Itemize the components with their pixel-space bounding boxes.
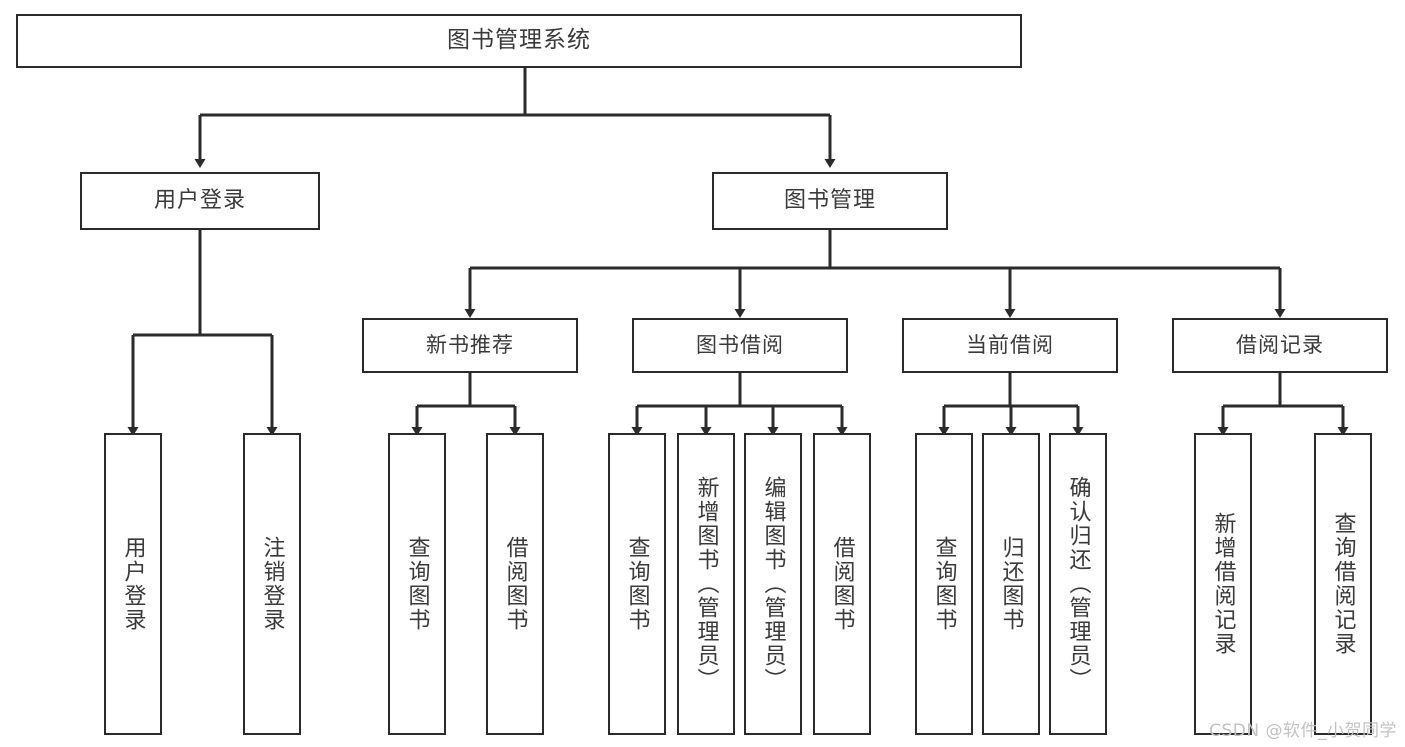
watermark: CSDN @软件_小贺同学	[1209, 721, 1397, 741]
leaf-add-book[interactable]: 新增图书（管理员）	[677, 433, 735, 735]
leaf-return-book[interactable]: 归还图书	[982, 433, 1040, 735]
leaf-add-book-label: 新增图书（管理员）	[693, 476, 719, 692]
node-current-borrow[interactable]: 当前借阅	[902, 318, 1118, 373]
edge-borrowrecord-to-leaves	[1217, 373, 1349, 436]
node-new-book-recommend-label: 新书推荐	[426, 333, 514, 358]
leaf-user-login-label: 用户登录	[120, 536, 146, 632]
leaf-borrow-book-2[interactable]: 借阅图书	[813, 433, 871, 735]
leaf-query-book-3[interactable]: 查询图书	[915, 433, 973, 735]
leaf-query-book-2-label: 查询图书	[624, 536, 650, 632]
leaf-query-book-2[interactable]: 查询图书	[608, 433, 666, 735]
leaf-query-book-1-label: 查询图书	[404, 536, 430, 632]
leaf-borrow-book-1[interactable]: 借阅图书	[486, 433, 544, 735]
leaf-return-book-label: 归还图书	[998, 536, 1024, 632]
leaf-add-record[interactable]: 新增借阅记录	[1194, 433, 1252, 735]
edge-userlogin-to-leaves	[127, 230, 278, 436]
leaf-query-record-label: 查询借阅记录	[1330, 512, 1356, 656]
node-user-login-label: 用户登录	[153, 188, 246, 214]
edge-newbook-to-leaves	[411, 373, 521, 436]
leaf-edit-book-label: 编辑图书（管理员）	[760, 476, 786, 692]
leaf-borrow-book-2-label: 借阅图书	[829, 536, 855, 632]
node-current-borrow-label: 当前借阅	[966, 333, 1054, 358]
edge-root-to-level2	[194, 68, 836, 168]
leaf-query-record[interactable]: 查询借阅记录	[1314, 433, 1372, 735]
node-borrow-record-label: 借阅记录	[1236, 333, 1324, 358]
leaf-confirm-return-label: 确认归还（管理员）	[1065, 476, 1091, 692]
leaf-borrow-book-1-label: 借阅图书	[502, 536, 528, 632]
edge-bookborrow-to-leaves	[631, 373, 848, 436]
node-root[interactable]: 图书管理系统	[16, 14, 1022, 68]
leaf-user-login[interactable]: 用户登录	[104, 433, 162, 735]
node-root-label: 图书管理系统	[447, 27, 591, 54]
node-book-borrow[interactable]: 图书借阅	[632, 318, 848, 373]
leaf-query-book-1[interactable]: 查询图书	[388, 433, 446, 735]
edge-bookmgmt-to-level3	[464, 230, 1286, 318]
node-book-management-label: 图书管理	[783, 188, 876, 214]
node-book-management[interactable]: 图书管理	[712, 172, 948, 230]
node-user-login[interactable]: 用户登录	[80, 172, 320, 230]
leaf-confirm-return[interactable]: 确认归还（管理员）	[1049, 433, 1107, 735]
leaf-edit-book[interactable]: 编辑图书（管理员）	[744, 433, 802, 735]
node-book-borrow-label: 图书借阅	[696, 333, 784, 358]
leaf-query-book-3-label: 查询图书	[931, 536, 957, 632]
node-borrow-record[interactable]: 借阅记录	[1172, 318, 1388, 373]
leaf-user-logout[interactable]: 注销登录	[243, 433, 301, 735]
edge-currentborrow-to-leaves	[938, 373, 1084, 436]
leaf-user-logout-label: 注销登录	[259, 536, 285, 632]
node-new-book-recommend[interactable]: 新书推荐	[362, 318, 578, 373]
leaf-add-record-label: 新增借阅记录	[1210, 512, 1236, 656]
